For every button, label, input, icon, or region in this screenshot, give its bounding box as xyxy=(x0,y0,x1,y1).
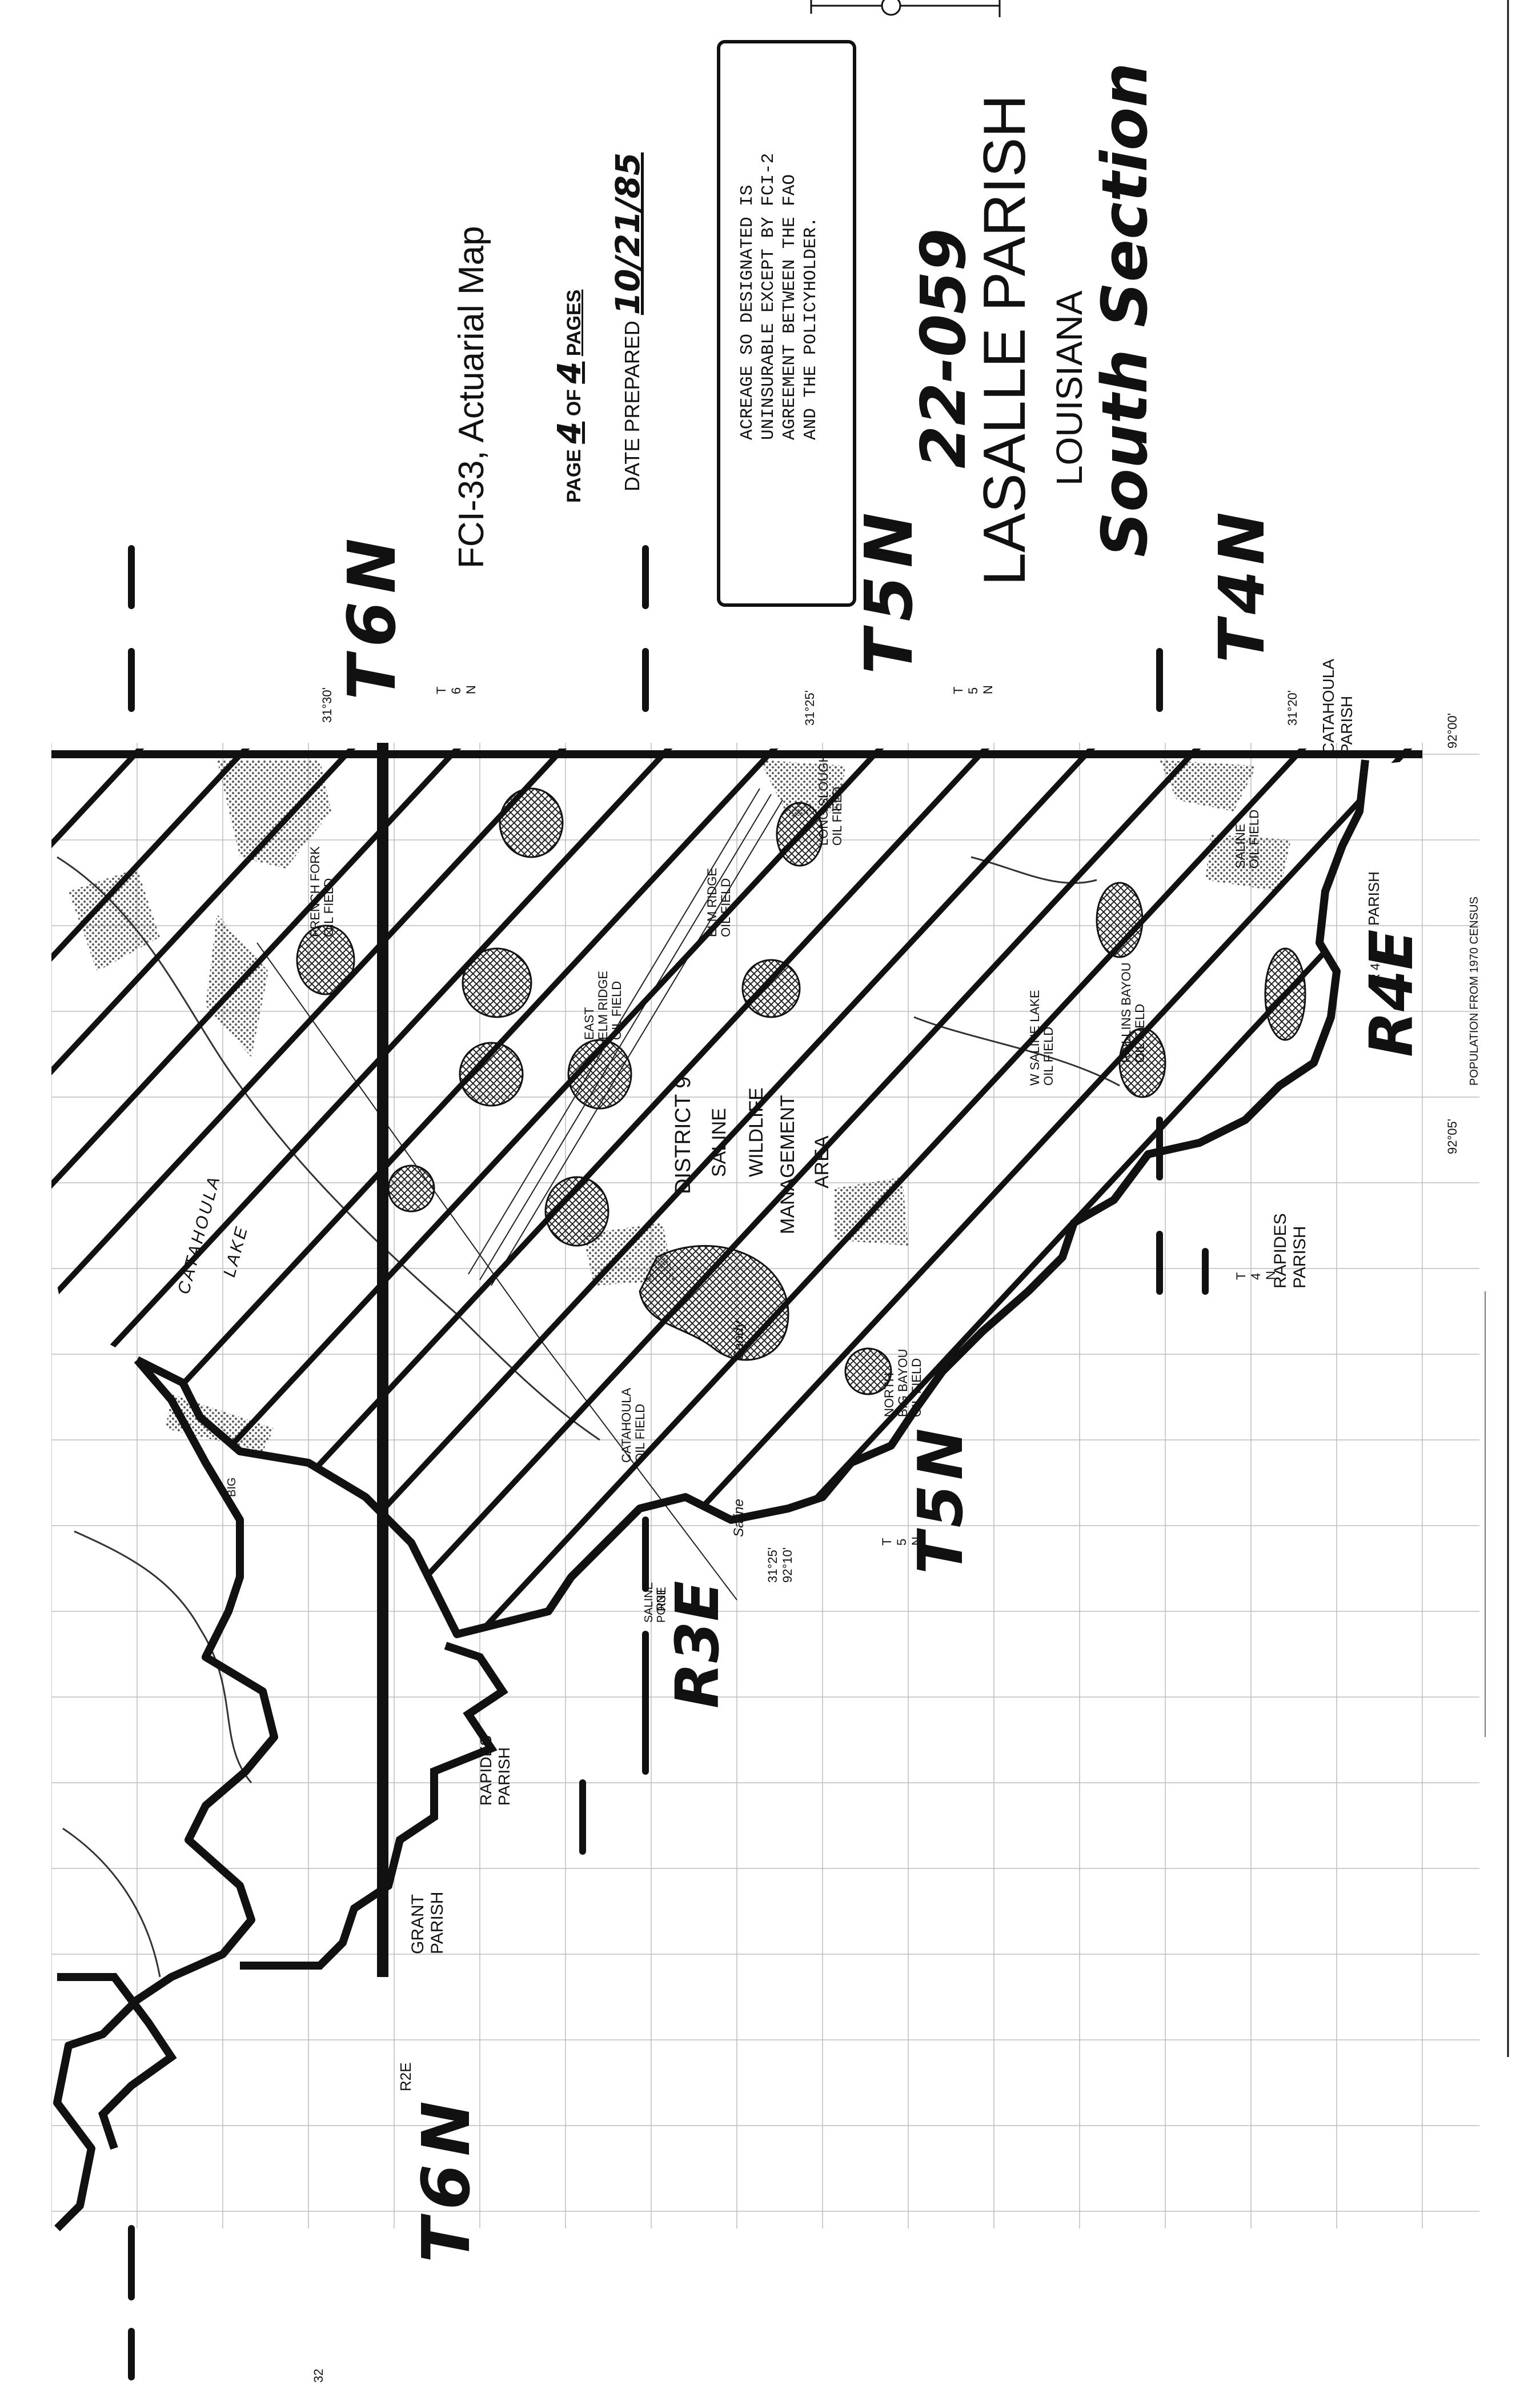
hatch-line xyxy=(51,749,782,1634)
latitude-label: 31°20' xyxy=(1285,690,1300,726)
census-note: POPULATION FROM 1970 CENSUS xyxy=(1468,897,1481,1086)
latitude-label: 31°30' xyxy=(320,687,334,723)
section-name: South Section xyxy=(1088,62,1161,558)
legend-line: UNINSURABLE EXCEPT BY FCI-2 xyxy=(759,153,779,440)
legend-line: AGREEMENT BETWEEN THE FAO xyxy=(780,174,800,440)
hatch-line xyxy=(926,749,1474,1634)
rapides-boundary xyxy=(240,1642,508,1970)
page-label: PAGE xyxy=(563,449,585,503)
legend-line: ACREAGE SO DESIGNATED IS xyxy=(737,185,757,440)
wma-label: SALINE xyxy=(708,1108,730,1177)
township-label-t6n-bottom: T6N xyxy=(408,2093,485,2263)
latitude-label: 31°25'92°10' xyxy=(765,1547,795,1583)
of-label: OF xyxy=(563,389,585,417)
township-label-t5n: T5N xyxy=(851,505,928,674)
hatch-line xyxy=(51,749,148,1634)
township-label-t4n: T4N xyxy=(1205,506,1278,663)
legend-box xyxy=(717,40,856,607)
longitude-label: 92°05' xyxy=(1445,1119,1459,1154)
hatch-line xyxy=(81,749,1474,1634)
page-number: 4 xyxy=(551,421,588,444)
grid-label: R 4 E xyxy=(1368,951,1382,983)
hatch-line xyxy=(51,749,676,1634)
hatch-line xyxy=(0,743,40,2385)
township-guides xyxy=(128,545,1209,2380)
hatch-line xyxy=(51,749,359,1634)
scale-marker xyxy=(810,0,1001,17)
hatch-line xyxy=(51,749,465,1634)
latitude-label: 31°25' xyxy=(803,690,817,726)
legend-text: ACREAGE SO DESIGNATED IS UNINSURABLE EXC… xyxy=(737,153,821,440)
date-value: 10/21/85 xyxy=(608,152,647,315)
hatch-line xyxy=(51,749,1310,1634)
township-label-t6n-top: T6N xyxy=(334,530,411,700)
longitude-label: 92°00' xyxy=(1445,713,1459,749)
hatch-line xyxy=(51,749,571,1634)
wma-label: WILDLIFE xyxy=(745,1087,767,1177)
oil-field-label: BIG xyxy=(226,1477,238,1497)
uninsurable-boundary xyxy=(135,759,1369,1638)
page-count: PAGE 4 OF 4 PAGES xyxy=(551,290,588,503)
parish-name: LASALLE PARISH xyxy=(972,94,1038,586)
stream-label: Saline xyxy=(731,1499,747,1537)
pages-label: PAGES xyxy=(563,289,585,357)
date-prepared: DATE PREPARED 10/21/85 xyxy=(608,153,647,491)
stream-label: Sandy xyxy=(731,1320,747,1360)
oil-field-markers xyxy=(296,787,1306,1395)
page-stamp: 32 xyxy=(311,2368,326,2383)
avoyelles-label: PARISH xyxy=(1365,871,1382,926)
parish-boundary xyxy=(53,1357,278,2231)
range-label-r4e: R4E xyxy=(1357,929,1426,1058)
map-title: FCI-33, Actuarial Map xyxy=(452,226,491,569)
date-label: DATE PREPARED xyxy=(620,321,644,491)
county-code: 22-059 xyxy=(908,228,980,469)
page-total: 4 xyxy=(551,361,588,384)
range-label-r3e: R3E xyxy=(663,1580,732,1709)
left-boundary-stub xyxy=(57,1973,177,2150)
legend-line: AND THE POLICYHOLDER. xyxy=(801,217,821,440)
wma-label: MANAGEMENT xyxy=(777,1095,799,1234)
state-name: LOUISIANA xyxy=(1049,290,1090,486)
hatch-line xyxy=(51,749,1205,1634)
township-label-t5n-lower: T5N xyxy=(905,1423,977,1574)
wma-label: AREA xyxy=(811,1135,833,1189)
range-corner-label: R2E xyxy=(397,2062,414,2091)
district-label: DISTRICT 9 xyxy=(671,1076,695,1194)
